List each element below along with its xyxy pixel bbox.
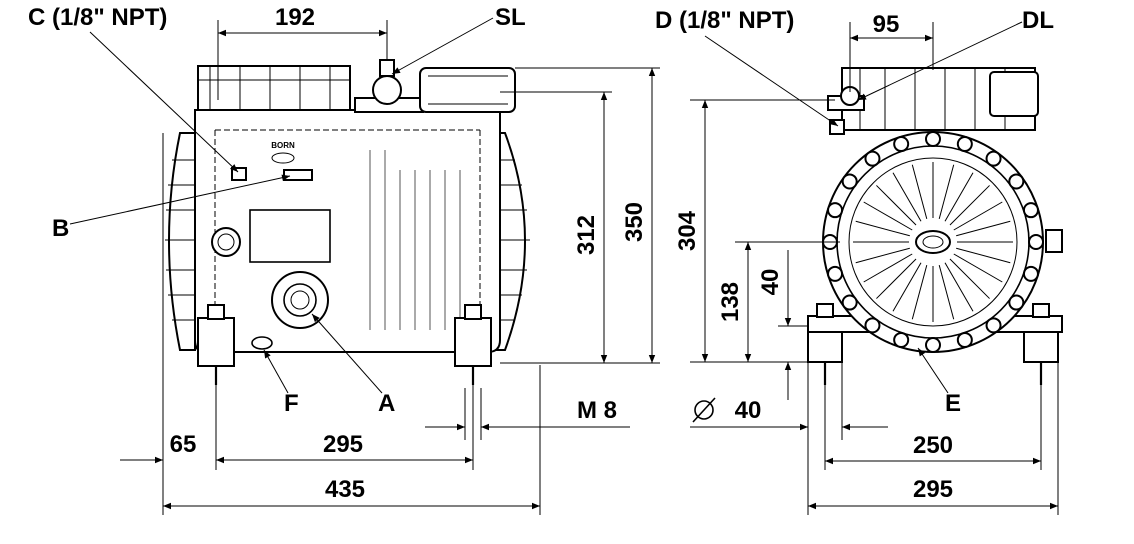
callout-f: F	[284, 390, 299, 417]
dim-350: 350	[621, 202, 648, 242]
front-terminal-box	[419, 67, 516, 113]
front-left-foot	[197, 304, 235, 385]
front-left-motor-cap	[165, 132, 196, 351]
cover-spoke	[956, 247, 1011, 264]
cover-bolt	[956, 331, 973, 348]
dim-250: 250	[913, 432, 953, 459]
front-dimensions: 192 312 350 65 295 435 M 8	[120, 4, 660, 515]
cover-bolt	[1028, 234, 1044, 250]
cover-bolt	[841, 173, 858, 190]
dim-95: 95	[873, 11, 900, 38]
dim-295-side: 295	[913, 476, 953, 503]
dim-m8: M 8	[577, 397, 617, 424]
cover-spoke	[876, 258, 917, 299]
side-dimensions: 95 304 138 40 40 250 295	[674, 11, 1059, 515]
cover-spoke	[944, 172, 974, 222]
cover-spoke	[911, 265, 928, 320]
cover-spoke	[949, 185, 990, 226]
cover-spoke	[956, 220, 1011, 237]
suction-valve-sl	[354, 59, 424, 113]
side-left-foot	[807, 331, 843, 363]
cover-bolt	[1022, 202, 1039, 219]
cover-spoke	[938, 164, 955, 219]
callout-d: D (1/8" NPT)	[655, 7, 794, 34]
cover-bolt	[864, 317, 881, 334]
cover-spoke	[892, 172, 922, 222]
cover-bolt	[864, 150, 881, 167]
dim-435: 435	[325, 476, 365, 503]
cover-spoke	[911, 164, 928, 219]
cover-bolt	[925, 131, 941, 147]
cover-bolt	[956, 136, 973, 153]
cover-bolt	[893, 331, 910, 348]
cover-spoke	[876, 185, 917, 226]
cover-spoke	[953, 253, 1003, 283]
cover-spoke	[863, 201, 913, 231]
side-view	[807, 67, 1063, 385]
cover-spoke	[863, 253, 913, 283]
front-crankcase	[194, 109, 501, 353]
callout-dl: DL	[1022, 7, 1054, 34]
cover-spoke	[892, 262, 922, 312]
cover-spoke	[944, 262, 974, 312]
front-cylinder-head	[197, 65, 351, 111]
cover-bolt	[1008, 294, 1025, 311]
cover-bolt	[841, 294, 858, 311]
brand-mark: BORN	[271, 141, 295, 150]
front-callouts: C (1/8" NPT) SL B F A	[28, 4, 526, 417]
cover-spokes	[853, 162, 1013, 322]
dim-312: 312	[573, 215, 600, 255]
cover-bolt	[827, 202, 844, 219]
dim-40-vertical: 40	[757, 269, 784, 296]
dim-304: 304	[674, 210, 701, 251]
cover-spoke	[855, 220, 910, 237]
front-name-plate	[249, 209, 331, 263]
side-right-foot	[1023, 331, 1059, 363]
callout-b: B	[52, 215, 69, 242]
cover-spoke	[938, 265, 955, 320]
callout-sl: SL	[495, 4, 526, 31]
oil-pump-a	[271, 271, 329, 329]
side-motor-cover	[822, 131, 1044, 353]
cover-spoke	[855, 247, 910, 264]
cover-bolt	[925, 337, 941, 353]
callout-e: E	[945, 390, 961, 417]
cover-spoke	[949, 258, 990, 299]
dim-65: 65	[170, 431, 197, 458]
dim-138: 138	[717, 282, 744, 322]
cover-bolt	[1008, 173, 1025, 190]
cover-bolt	[985, 150, 1002, 167]
front-right-foot	[454, 304, 492, 385]
callout-a: A	[378, 390, 395, 417]
cover-spoke	[953, 201, 1003, 231]
cover-bolt	[985, 317, 1002, 334]
diameter-symbol	[692, 397, 716, 423]
callout-c: C (1/8" NPT)	[28, 4, 167, 31]
side-callouts: D (1/8" NPT) DL E	[655, 7, 1054, 417]
cover-bolt	[1022, 265, 1039, 282]
dim-dia-40: 40	[735, 397, 762, 424]
cover-bolt	[827, 265, 844, 282]
front-view: BORN	[165, 59, 530, 385]
cover-bolt	[893, 136, 910, 153]
dim-192: 192	[275, 4, 315, 31]
dim-295-front: 295	[323, 431, 363, 458]
